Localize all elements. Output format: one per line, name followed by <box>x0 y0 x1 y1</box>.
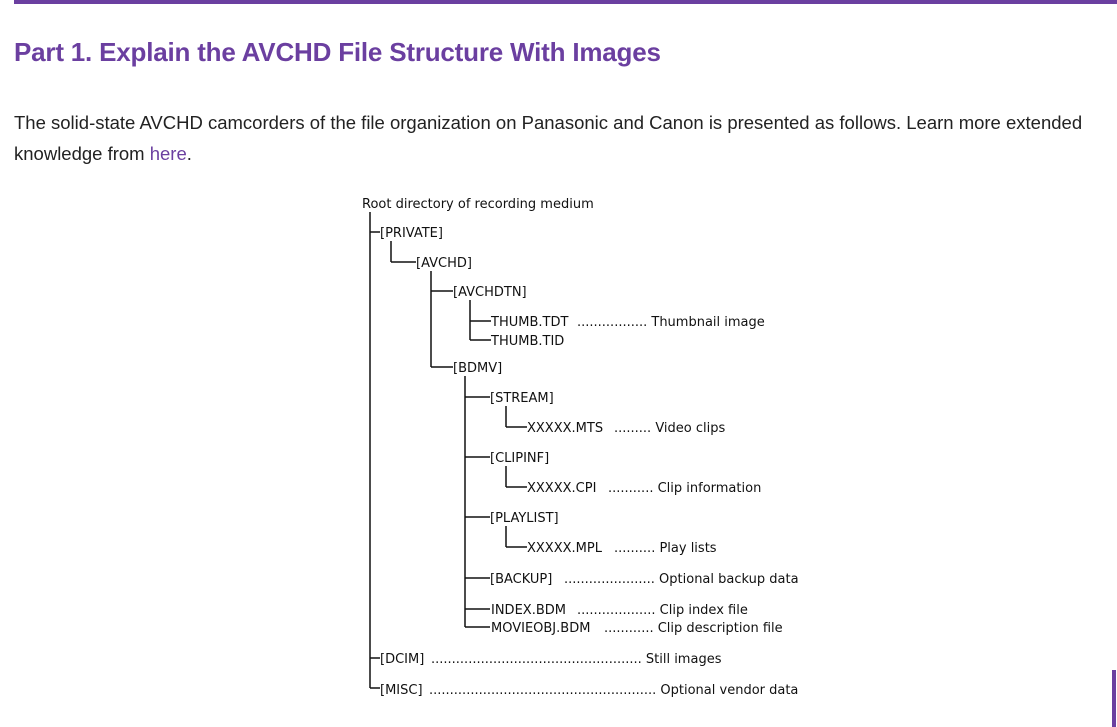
node-bdmv: [BDMV] <box>453 361 502 376</box>
node-index-bdm-desc: ................... Clip index file <box>577 603 748 618</box>
node-movieobj-bdm: MOVIEOBJ.BDM <box>491 621 590 636</box>
node-root: Root directory of recording medium <box>362 197 594 212</box>
node-mpl-desc: .......... Play lists <box>614 541 717 556</box>
node-misc-desc: ........................................… <box>429 683 798 698</box>
node-cpi: XXXXX.CPI <box>527 481 596 496</box>
node-backup: [BACKUP] <box>490 572 552 587</box>
node-mpl: XXXXX.MPL <box>527 541 603 556</box>
node-thumb-tdt-desc: ................. Thumbnail image <box>577 315 765 330</box>
node-dcim: [DCIM] <box>380 652 424 667</box>
node-private: [PRIVATE] <box>380 226 443 241</box>
node-stream: [STREAM] <box>490 391 554 406</box>
node-mts-desc: ......... Video clips <box>614 421 726 436</box>
intro-paragraph: The solid-state AVCHD camcorders of the … <box>14 107 1114 169</box>
intro-suffix: . <box>186 143 192 164</box>
node-thumb-tdt: THUMB.TDT <box>490 315 568 330</box>
node-misc: [MISC] <box>380 683 423 698</box>
file-tree-svg: Root directory of recording medium [PRIV… <box>362 197 799 698</box>
node-mts: XXXXX.MTS <box>527 421 603 436</box>
avchd-structure-diagram: Root directory of recording medium [PRIV… <box>340 186 830 711</box>
section-heading: Part 1. Explain the AVCHD File Structure… <box>14 37 661 67</box>
node-thumb-tid: THUMB.TID <box>490 334 564 349</box>
tree-connectors <box>369 212 527 689</box>
right-edge-accent <box>1112 670 1116 727</box>
top-accent-bar <box>14 0 1117 4</box>
here-link[interactable]: here <box>149 143 187 164</box>
node-playlist: [PLAYLIST] <box>490 511 559 526</box>
node-avchd: [AVCHD] <box>416 256 472 271</box>
node-index-bdm: INDEX.BDM <box>491 603 566 618</box>
node-clipinf: [CLIPINF] <box>490 451 549 466</box>
node-dcim-desc: ........................................… <box>431 652 722 667</box>
node-avchdtn: [AVCHDTN] <box>453 285 527 300</box>
node-movieobj-bdm-desc: ............ Clip description file <box>604 621 783 636</box>
node-backup-desc: ...................... Optional backup d… <box>564 572 799 587</box>
node-cpi-desc: ........... Clip information <box>608 481 761 496</box>
intro-text: The solid-state AVCHD camcorders of the … <box>14 112 1083 164</box>
